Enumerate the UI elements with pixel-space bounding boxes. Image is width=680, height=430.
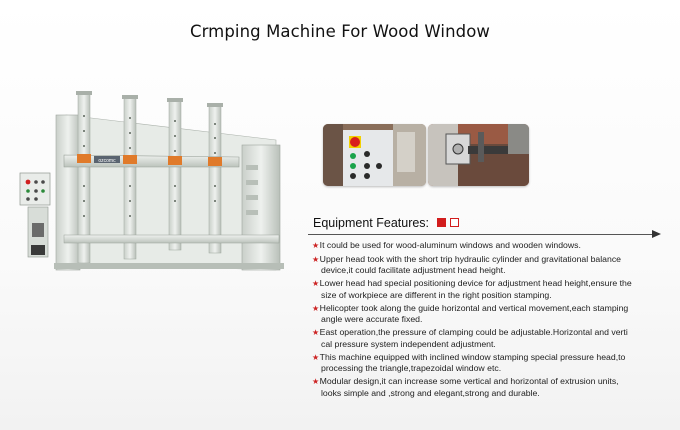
machine-brand-text: ozcomc <box>98 158 116 164</box>
star-icon: ★ <box>312 352 320 362</box>
star-icon: ★ <box>312 377 320 387</box>
list-item: ★Upper head took with the short trip hyd… <box>312 253 622 276</box>
filled-square-icon <box>437 218 446 227</box>
page-title: Crmping Machine For Wood Window <box>189 22 491 41</box>
star-icon: ★ <box>312 254 320 264</box>
control-panel-detail-image <box>323 124 426 186</box>
empty-square-icon <box>450 218 459 227</box>
features-header: Equipment Features: <box>308 214 663 240</box>
list-item: ★Helicopter took along the guide horizon… <box>312 302 629 325</box>
arrow-right-icon <box>652 230 661 238</box>
list-item: ★Lower head had special positioning devi… <box>312 278 632 300</box>
machine-image: ozcomc <box>14 85 299 275</box>
star-icon: ★ <box>312 241 320 250</box>
star-icon: ★ <box>312 279 320 289</box>
divider <box>308 234 656 235</box>
star-icon: ★ <box>312 303 320 313</box>
list-item: ★East operation,the pressure of clamping… <box>312 327 628 349</box>
features-heading: Equipment Features: <box>313 216 430 230</box>
list-item: ★This machine equipped with inclined win… <box>312 351 626 374</box>
features-list: ★It could be used for wood-aluminum wind… <box>312 240 657 401</box>
clamp-head-detail-image <box>428 124 529 186</box>
list-item: ★It could be used for wood-aluminum wind… <box>312 240 581 250</box>
star-icon: ★ <box>312 328 320 338</box>
list-item: ★Modular design,it can increase some ver… <box>312 376 619 398</box>
